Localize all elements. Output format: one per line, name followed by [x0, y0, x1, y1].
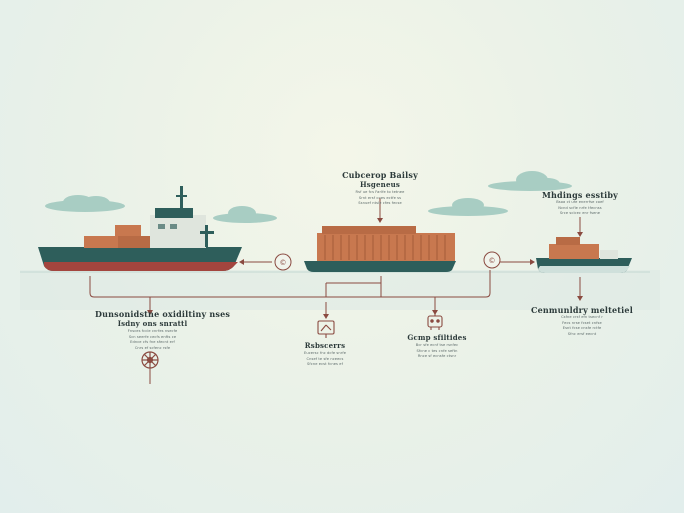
stage-consolidation-title-line1: Cubcerop Bailsy — [342, 170, 418, 180]
cargo-ship-large — [38, 186, 242, 271]
annotation-center-left-block: Rsbscerrs Eucersc fnc dcfe snrfe Cnsef t… — [280, 341, 370, 368]
stage-final-text-1: Bsoa ct ufe enerrfse coef — [556, 200, 604, 204]
annotation-right-block: Cenmunldry meltetiel Csfne crsf efn tsec… — [528, 305, 636, 337]
connector-node-left: © — [274, 253, 292, 271]
water-band — [20, 270, 660, 310]
annotation-center-left-text-2: Cnsef te sfe nceecs — [306, 356, 344, 361]
annotation-center-right-text-3: Rnce sf ecnsfe ctsnr — [417, 354, 457, 359]
connector-node-right: © — [483, 251, 501, 269]
annotation-center-right-text-1: Bcr sfe ecnf tse rsnfec — [415, 343, 459, 347]
stage-consolidation-title-line2: Hsgeneus — [359, 180, 401, 189]
annotation-center-left-text-1: Eucersc fnc dcfe snrfe — [303, 351, 347, 355]
robot-icon — [427, 312, 443, 330]
annotation-right-text-2: Fecs nrse fcset cnfse — [562, 320, 602, 325]
stage-final-block: Mhdings esstiby Bsoa ct ufe enerrfse coe… — [530, 190, 630, 217]
ship-wheel-icon — [141, 351, 159, 369]
annotation-center-left-title: Rsbscerrs — [304, 341, 346, 350]
annotation-left-text-2: Scn seerfe cecfs enfts ce — [128, 334, 177, 339]
stage-consolidation-text-2: Srnt ersf cnes ectfe ss — [358, 195, 402, 200]
connector-node-left-label: © — [280, 259, 287, 267]
annotation-left-text-4: Cnrs ef scfenc rsfe — [134, 345, 171, 350]
annotation-left-text-1: Fnsces fccle cnrfes nsecfe — [127, 329, 178, 333]
stage-consolidation-text-3: Ssnuef ntsle cfes fecse — [358, 201, 402, 206]
annotation-center-left-text-3: Sfcne ecst fcnes ef — [307, 362, 343, 367]
annotation-center-right-block: Gcmp sfiltides Bcr sfe ecnf tse rsnfec S… — [392, 333, 482, 360]
stage-final-title: Mhdings esstiby — [541, 190, 619, 200]
annotation-right-text-4: Sfnc ersf eecnt — [567, 331, 597, 336]
sign-board-icon — [317, 320, 335, 338]
annotation-right-text-1: Csfne crsf efn tsecnf r — [561, 315, 603, 319]
annotation-right-title: Cenmunldry meltetiel — [531, 305, 633, 315]
cloud-left — [45, 195, 125, 212]
annotation-left-title-line2: Isdny ons snrattl — [117, 319, 188, 328]
cloud-right — [488, 171, 572, 191]
cloud-left-center — [213, 206, 277, 223]
stage-consolidation-text-1: Rsf ue fcs Farlfe to tetnee — [355, 190, 405, 194]
annotation-left-block: Dunsonidstne oxidiltiny nses Isdny ons s… — [95, 309, 231, 351]
annotation-left-title-line1: Dunsonidstne oxidiltiny nses — [95, 309, 231, 319]
stage-final-text-2: Ncnd scfle nrfe tfecnss — [558, 205, 602, 210]
cargo-ship-small — [536, 237, 632, 273]
annotation-center-right-text-2: Sfcne c tes cnfe seftn — [416, 348, 458, 353]
stage-consolidation-block: Cubcerop Bailsy Hsgeneus Rsf ue fcs Farl… — [325, 170, 435, 207]
stage-final-text-3: Srce sclcec enr fsene — [559, 211, 601, 216]
connector-network — [89, 198, 581, 384]
cloud-center-right — [428, 198, 508, 216]
annotation-center-right-title: Gcmp sfiltides — [407, 333, 467, 342]
connector-node-right-label: © — [489, 257, 496, 265]
container-barge — [304, 226, 456, 272]
annotation-left-text-3: Ednce cfs fne sfecnt erf — [130, 340, 175, 345]
annotation-right-text-3: Esnt fcse cnsfe rctfe — [562, 326, 602, 331]
